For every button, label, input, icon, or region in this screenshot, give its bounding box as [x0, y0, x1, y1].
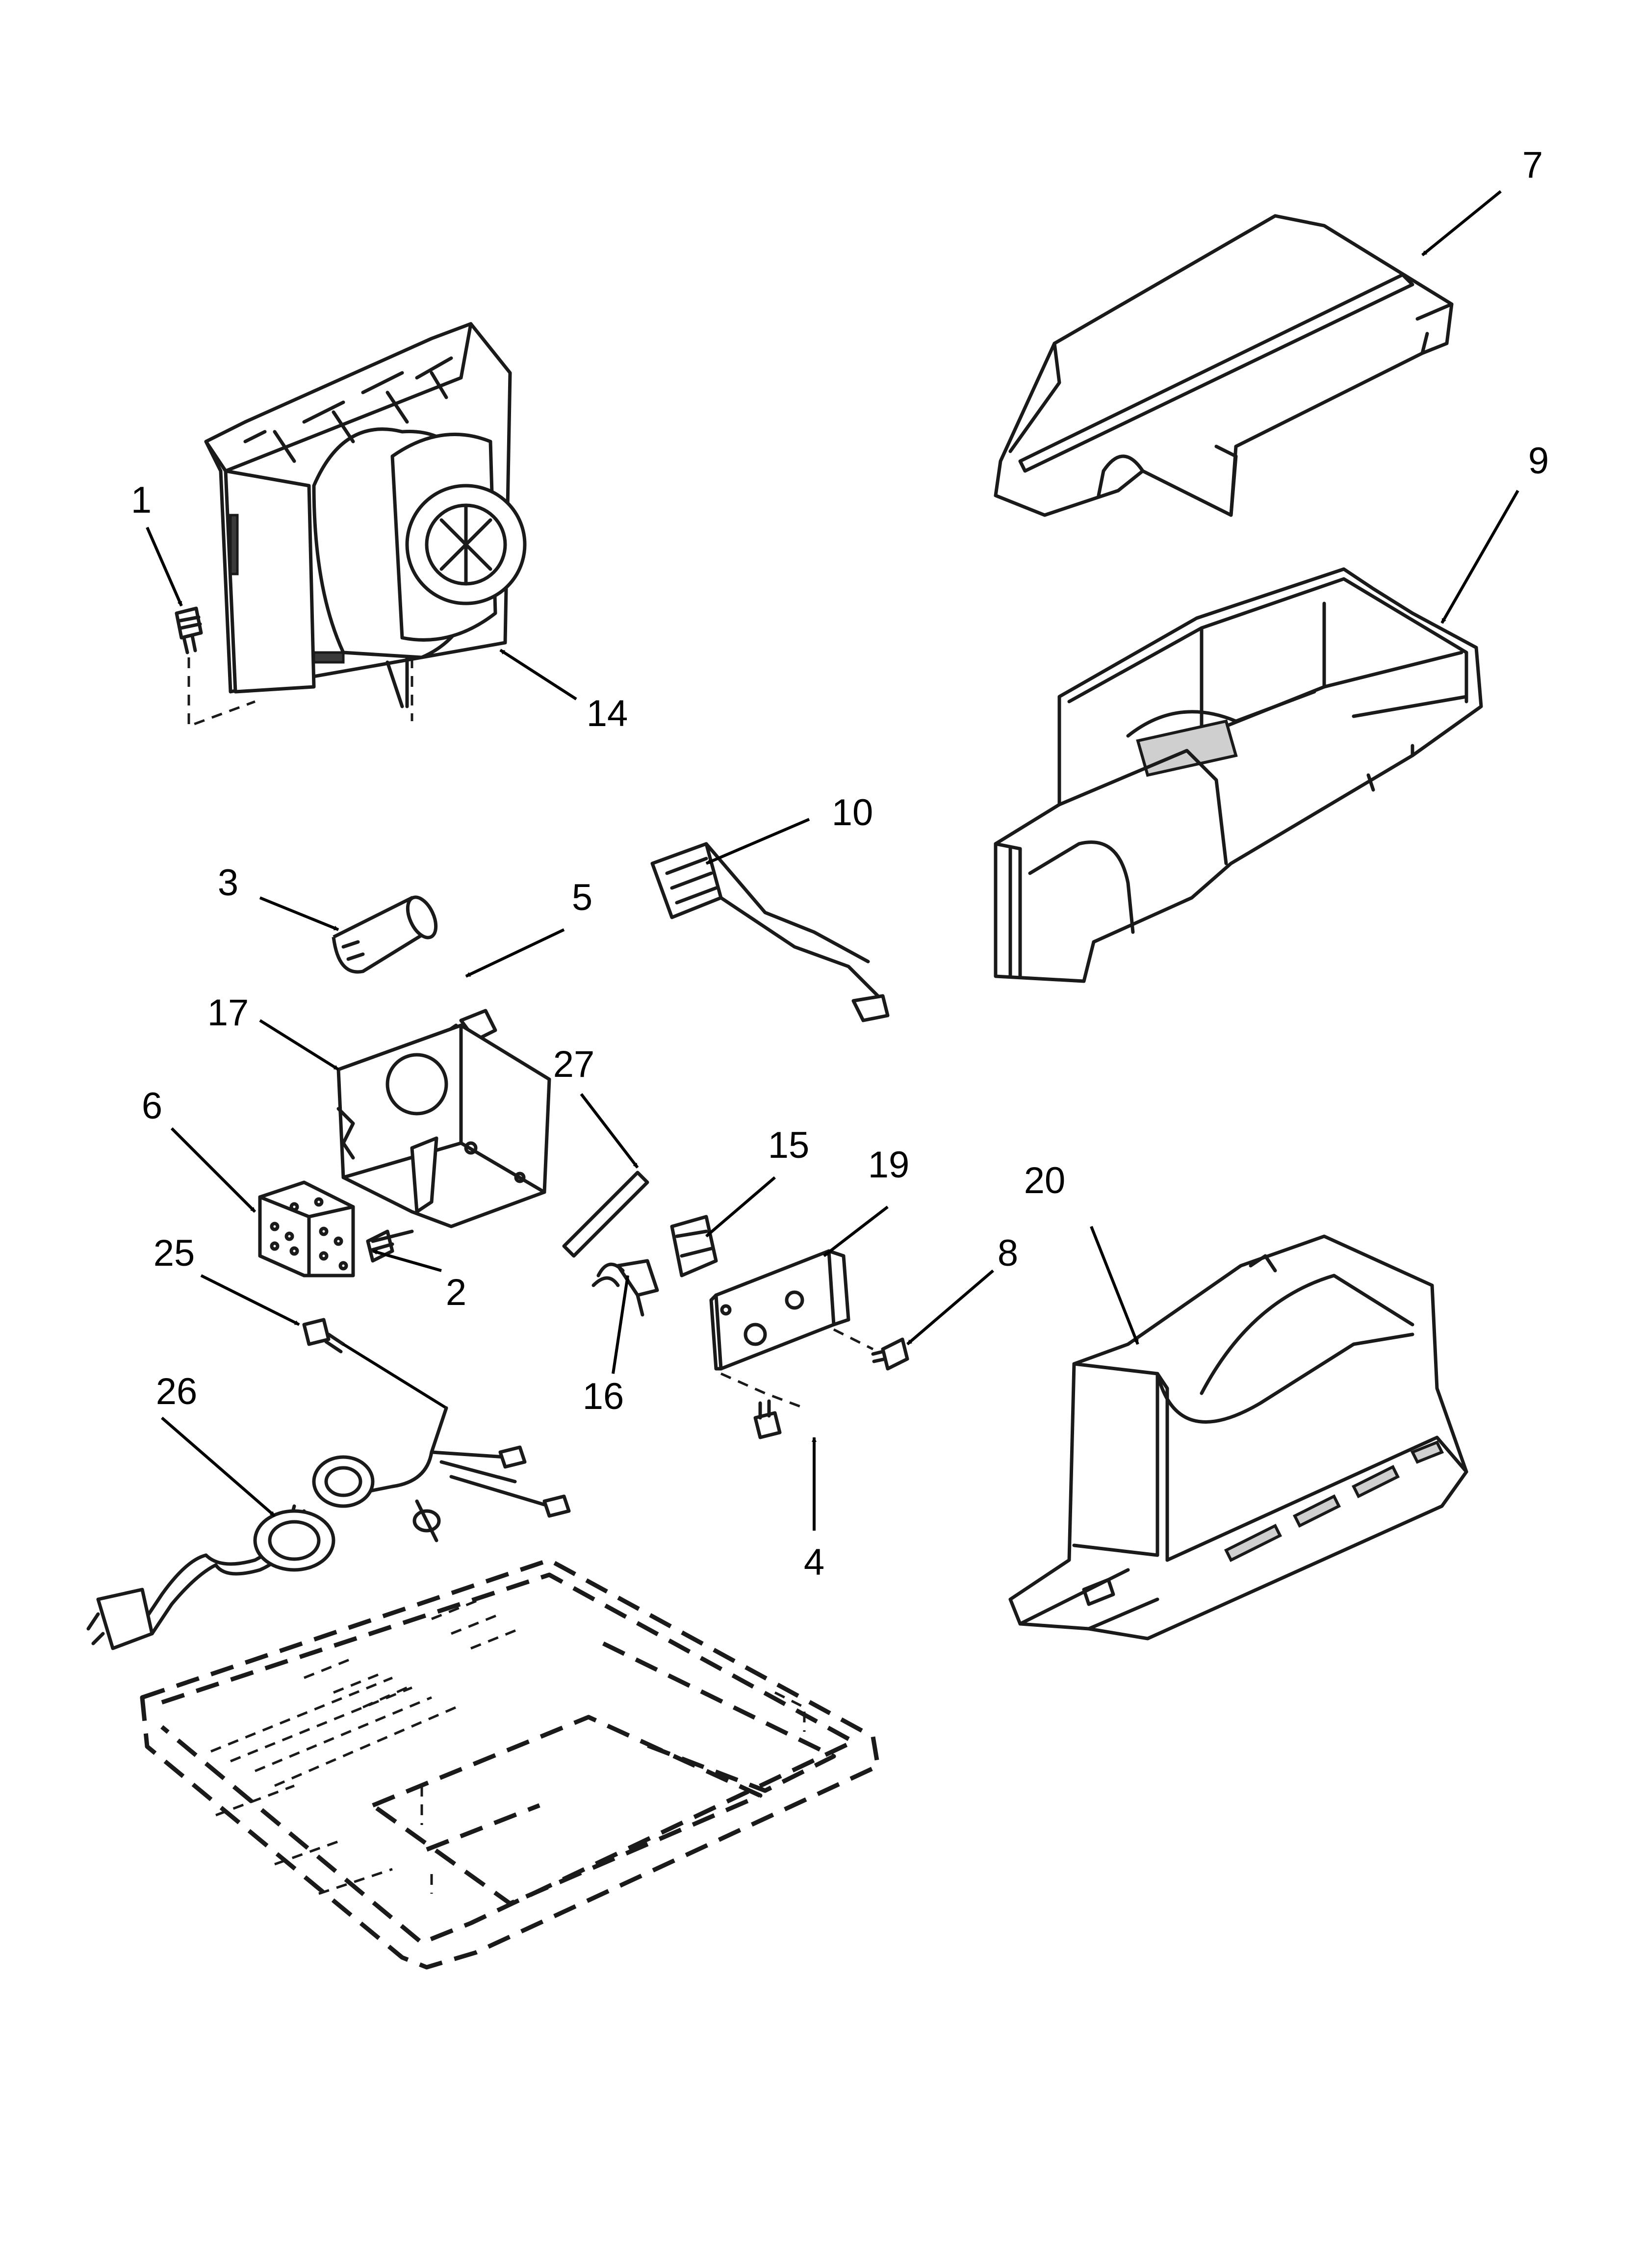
callout-2: 2: [446, 1272, 466, 1313]
part-3-capacitor: [332, 895, 438, 974]
part-26-power-cord: [86, 1406, 571, 1650]
part-17-bracket: [336, 1023, 551, 1228]
part-25-screw: [302, 1318, 447, 1409]
callout-labels: 1 14 3 5 7 9 10 17 6 27 15 19 20 8 2 25 …: [131, 144, 1549, 1583]
part-20-ice-bucket: [1008, 1234, 1468, 1641]
part-4-screw: [753, 1399, 782, 1439]
callout-6: 6: [142, 1085, 162, 1127]
callout-10: 10: [832, 792, 873, 834]
part-14-blower-housing: [204, 322, 527, 721]
callout-15: 15: [768, 1124, 810, 1166]
callout-17: 17: [207, 992, 249, 1034]
callout-16: 16: [583, 1376, 624, 1417]
callout-26: 26: [156, 1371, 198, 1412]
callout-27: 27: [553, 1043, 595, 1085]
part-27-tube: [562, 1171, 649, 1258]
callout-14: 14: [587, 693, 628, 734]
callout-20: 20: [1024, 1160, 1066, 1201]
part-10-damper-linkage: [650, 842, 890, 1022]
part-6-insulation-block: [258, 1180, 355, 1277]
base-pan-outline: [140, 1558, 880, 1970]
callout-5: 5: [572, 877, 592, 918]
part-19-control-plate: [709, 1249, 874, 1409]
part-8-screw: [871, 1337, 909, 1371]
callout-9: 9: [1528, 440, 1549, 482]
callout-1: 1: [131, 479, 152, 521]
callout-leaders: [146, 190, 1519, 1531]
part-16-clip: [591, 1259, 659, 1317]
callout-3: 3: [218, 862, 238, 904]
part-9-ice-bin-housing: [994, 567, 1483, 983]
callout-4: 4: [804, 1541, 824, 1583]
callout-19: 19: [868, 1144, 910, 1186]
part-15-clip: [670, 1215, 718, 1277]
part-7-top-cover: [994, 214, 1454, 517]
part-1-screw: [175, 606, 256, 728]
callout-25: 25: [154, 1232, 195, 1274]
callout-8: 8: [998, 1232, 1018, 1274]
callout-7: 7: [1522, 144, 1543, 186]
